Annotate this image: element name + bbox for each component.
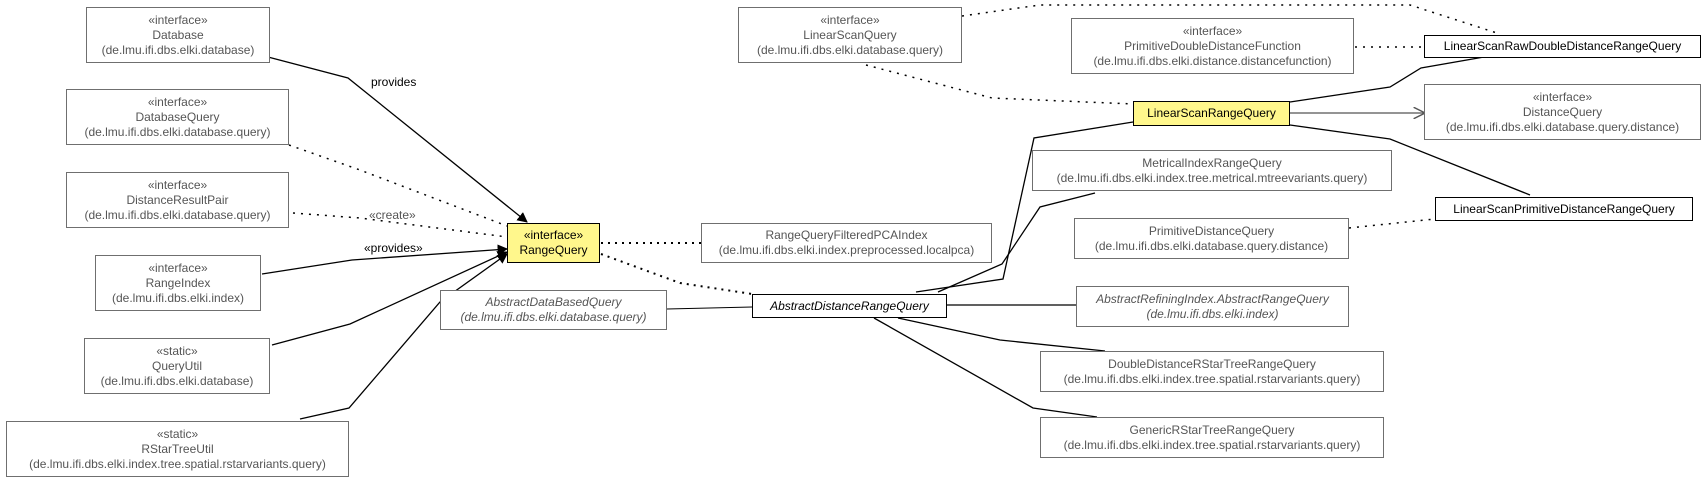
class-name: DoubleDistanceRStarTreeRangeQuery [1108,356,1316,371]
class-name: RangeQueryFilteredPCAIndex [765,228,928,242]
node-linearscanrangequery[interactable]: LinearScanRangeQuery [1133,101,1290,126]
stereotype: «interface» [820,12,880,27]
edge-rangeindex-provides [261,244,509,275]
edge-database-provides [267,56,528,223]
edge-abstractdistance-metrical [937,192,1096,293]
node-doubledistancerstartreerangequery[interactable]: DoubleDistanceRStarTreeRangeQuery (de.lm… [1040,351,1384,392]
class-name: LinearScanRawDoubleDistanceRangeQuery [1443,39,1682,53]
class-name: AbstractDistanceRangeQuery [770,298,929,313]
class-name: RStarTreeUtil [141,441,214,456]
node-genericrstartreerangequery[interactable]: GenericRStarTreeRangeQuery (de.lmu.ifi.d… [1040,417,1384,458]
class-name: PrimitiveDistanceQuery [1148,223,1275,238]
package-name: (de.lmu.ifi.dbs.elki.index.tree.spatial.… [29,456,326,471]
node-linearscanrawdoubledistancerangequery[interactable]: LinearScanRawDoubleDistanceRangeQuery [1424,35,1701,58]
node-database[interactable]: «interface» Database (de.lmu.ifi.dbs.elk… [86,7,270,63]
label-provides-stereo: «provides» [364,241,423,255]
node-primitivedistancequery[interactable]: PrimitiveDistanceQuery (de.lmu.ifi.dbs.e… [1074,218,1349,259]
edge-databasequery-rangequery [288,144,508,227]
class-name: AbstractRefiningIndex.AbstractRangeQuery [1096,291,1329,306]
class-name: LinearScanQuery [803,27,897,42]
stereotype: «static» [156,343,198,358]
node-distanceresultpair[interactable]: «interface» DistanceResultPair (de.lmu.i… [66,172,289,228]
edge-abstractdatabased-abstractdistance [666,306,753,310]
package-name: (de.lmu.ifi.dbs.elki.index.tree.spatial.… [1063,437,1361,452]
node-primitivedoubledistancefunction[interactable]: «interface» PrimitiveDoubleDistanceFunct… [1071,18,1354,74]
package-name: (de.lmu.ifi.dbs.elki.database.query.dist… [1445,119,1680,134]
package-name: (de.lmu.ifi.dbs.elki.database.query.dist… [1094,238,1329,253]
node-rangeindex[interactable]: «interface» RangeIndex (de.lmu.ifi.dbs.e… [95,255,261,311]
package-name: (de.lmu.ifi.dbs.elki.index) [111,290,245,305]
stereotype: «interface» [148,12,208,27]
class-name: LinearScanRangeQuery [1147,106,1276,120]
stereotype: «interface» [147,177,208,192]
class-name: AbstractDataBasedQuery [485,295,622,309]
edge-abstractdistance-generic [873,317,1098,418]
package-name: (de.lmu.ifi.dbs.elki.index.tree.metrical… [1056,170,1368,185]
label-create: «create» [369,208,416,222]
class-name: DistanceResultPair [126,192,229,207]
label-provides: provides [371,75,417,89]
stereotype: «interface» [523,228,584,242]
edge-abstractdistance-linearscanrange [915,121,1134,293]
node-abstractdistancerangequery[interactable]: AbstractDistanceRangeQuery [752,294,947,318]
stereotype: «interface» [147,94,208,109]
edge-rangequery-abstractdistance [600,253,753,295]
edge-abstractdistance-doubledistance [897,317,1106,352]
node-linearscanquery[interactable]: «interface» LinearScanQuery (de.lmu.ifi.… [738,7,962,63]
node-queryutil[interactable]: «static» QueryUtil (de.lmu.ifi.dbs.elki.… [84,338,270,394]
node-rangequeryfilteredpcaindex[interactable]: RangeQueryFilteredPCAIndex (de.lmu.ifi.d… [701,223,992,263]
package-name: (de.lmu.ifi.dbs.elki.database.query) [756,42,944,57]
class-name: Database [152,27,204,42]
stereotype: «static» [156,426,199,441]
edge-primitivedistance-primitive [1348,218,1436,229]
package-name: (de.lmu.ifi.dbs.elki.database) [100,373,254,388]
class-name: DatabaseQuery [135,109,220,124]
package-name: (de.lmu.ifi.dbs.elki.database.query) [460,310,647,324]
package-name: (de.lmu.ifi.dbs.elki.database.query) [84,124,271,139]
package-name: (de.lmu.ifi.dbs.elki.index.tree.spatial.… [1063,371,1361,386]
edge-rawdouble-linearscanrange [1289,56,1485,103]
node-distancequery[interactable]: «interface» DistanceQuery (de.lmu.ifi.db… [1424,84,1701,140]
package-name: (de.lmu.ifi.dbs.elki.index) [1146,306,1279,321]
node-linearscanprimitivedistancerangequery[interactable]: LinearScanPrimitiveDistanceRangeQuery [1435,197,1693,221]
class-name: DistanceQuery [1522,104,1603,119]
class-name: MetricalIndexRangeQuery [1142,155,1282,170]
stereotype: «interface» [148,260,208,275]
package-name: (de.lmu.ifi.dbs.elki.database) [101,42,255,57]
node-abstractdatabasedquery[interactable]: AbstractDataBasedQuery (de.lmu.ifi.dbs.e… [440,290,667,330]
package-name: (de.lmu.ifi.dbs.elki.distance.distancefu… [1093,53,1332,68]
package-name: (de.lmu.ifi.dbs.elki.database.query) [84,207,271,222]
stereotype: «interface» [1532,89,1593,104]
node-rangequery[interactable]: «interface» RangeQuery [507,223,600,263]
class-name: PrimitiveDoubleDistanceFunction [1124,38,1301,53]
node-abstractrefiningindex-abstractrangequery[interactable]: AbstractRefiningIndex.AbstractRangeQuery… [1076,286,1349,327]
node-rstartreeutil[interactable]: «static» RStarTreeUtil (de.lmu.ifi.dbs.e… [6,421,349,477]
edge-linearscanquery-rawdouble [961,4,1501,35]
edge-linearscanrange-primitive [1289,124,1531,196]
class-name: RangeQuery [519,243,588,257]
edge-rstartreeutil-rangequery [299,253,508,420]
class-name: RangeIndex [145,275,211,290]
class-name: LinearScanPrimitiveDistanceRangeQuery [1453,201,1675,216]
node-databasequery[interactable]: «interface» DatabaseQuery (de.lmu.ifi.db… [66,89,289,145]
stereotype: «interface» [1182,23,1243,38]
node-metricalindexrangequery[interactable]: MetricalIndexRangeQuery (de.lmu.ifi.dbs.… [1032,150,1392,191]
class-name: QueryUtil [151,358,202,373]
edge-queryutil-rangequery [271,251,508,346]
class-name: GenericRStarTreeRangeQuery [1129,422,1295,437]
package-name: (de.lmu.ifi.dbs.elki.index.preprocessed.… [718,243,975,257]
edge-linearscanquery-linearscanrange [865,64,1134,105]
